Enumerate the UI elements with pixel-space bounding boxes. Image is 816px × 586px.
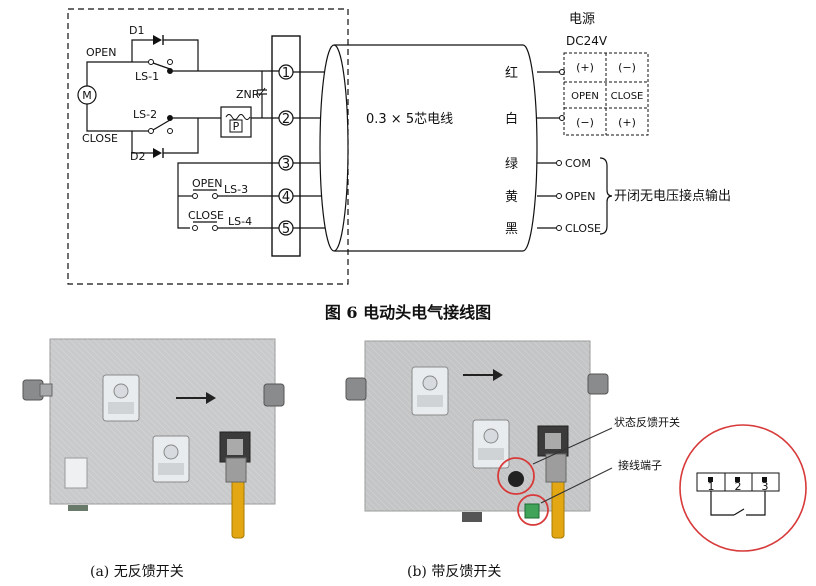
ls4-label: LS-4 bbox=[228, 215, 252, 228]
ls3-open-label: OPEN bbox=[192, 177, 222, 190]
thermal-protector: P bbox=[220, 106, 252, 138]
wiring-schematic: 1 2 3 4 5 M OPEN CLOSE D1 bbox=[67, 8, 731, 285]
actuator-enclosure bbox=[67, 8, 349, 285]
caption-a: (a) 无反馈开关 bbox=[90, 564, 184, 580]
zoom-terminal-1: 1 bbox=[708, 480, 715, 493]
p-label: P bbox=[233, 120, 240, 133]
terminal-1-label: 1 bbox=[282, 66, 290, 81]
zoom-terminal-2: 2 bbox=[735, 480, 742, 493]
figure-title: 图 6 电动头电气接线图 bbox=[325, 303, 491, 322]
znr-label: ZNR bbox=[236, 88, 260, 101]
terminal-block bbox=[271, 35, 301, 257]
output-open: OPEN bbox=[565, 190, 595, 203]
power-r3c2: (+) bbox=[618, 116, 636, 129]
terminal-4: 4 bbox=[278, 188, 294, 205]
zoom-terminal-3: 3 bbox=[762, 480, 769, 493]
terminal-3: 3 bbox=[278, 155, 294, 172]
ls2-label: LS-2 bbox=[133, 108, 157, 121]
wire-yellow: 黄 bbox=[505, 190, 518, 205]
ls1-switch bbox=[148, 59, 173, 74]
motor-label: M bbox=[82, 89, 92, 102]
terminal-2: 2 bbox=[278, 110, 294, 127]
open-label: OPEN bbox=[86, 46, 116, 59]
terminal-2-label: 2 bbox=[282, 112, 290, 127]
terminal-zoom: 1 2 3 bbox=[679, 424, 807, 552]
diode-d2 bbox=[153, 148, 164, 158]
d1-label: D1 bbox=[129, 24, 144, 37]
close-label: CLOSE bbox=[82, 132, 118, 145]
power-r3c1: (−) bbox=[576, 116, 594, 129]
ls1-label: LS-1 bbox=[135, 70, 159, 83]
terminal-5: 5 bbox=[278, 220, 294, 237]
power-r1c2: (−) bbox=[618, 61, 636, 74]
wire-green: 绿 bbox=[505, 157, 518, 172]
terminal-4-label: 4 bbox=[282, 190, 290, 205]
output-bracket bbox=[599, 157, 613, 235]
ls2-switch bbox=[148, 115, 173, 134]
power-r2c2: CLOSE bbox=[611, 91, 644, 102]
photo-b-actuator bbox=[345, 340, 613, 539]
cable-spec: 0.3 × 5芯电线 bbox=[366, 112, 453, 127]
power-r1c1: (+) bbox=[576, 61, 594, 74]
terminal-5-label: 5 bbox=[282, 222, 290, 237]
ls3-switch bbox=[192, 189, 218, 199]
photo-a-actuator bbox=[22, 338, 285, 539]
output-com: COM bbox=[565, 157, 591, 170]
output-note: 开闭无电压接点输出 bbox=[614, 188, 731, 204]
diode-d1 bbox=[153, 35, 164, 45]
terminal-1: 1 bbox=[278, 64, 294, 81]
power-voltage: DC24V bbox=[566, 34, 608, 48]
ls4-close-label: CLOSE bbox=[188, 209, 224, 222]
caption-b: (b) 带反馈开关 bbox=[407, 564, 501, 580]
ls4-switch bbox=[192, 221, 218, 231]
status-switch-label: 状态反馈开关 bbox=[614, 415, 680, 429]
wire-red: 红 bbox=[505, 65, 518, 81]
terminal-label: 接线端子 bbox=[618, 458, 662, 472]
cable-5-core bbox=[319, 44, 538, 252]
motor-symbol: M bbox=[77, 85, 97, 105]
wire-white: 白 bbox=[505, 111, 518, 127]
output-close: CLOSE bbox=[565, 222, 601, 235]
wire-black: 黑 bbox=[505, 222, 518, 237]
ls3-label: LS-3 bbox=[224, 183, 248, 196]
terminal-3-label: 3 bbox=[282, 157, 290, 172]
znr-varistor bbox=[257, 71, 267, 118]
power-table: (+) (−) OPEN CLOSE (−) (+) bbox=[563, 52, 649, 136]
power-label: 电源 bbox=[569, 12, 595, 27]
power-r2c1: OPEN bbox=[571, 91, 599, 102]
